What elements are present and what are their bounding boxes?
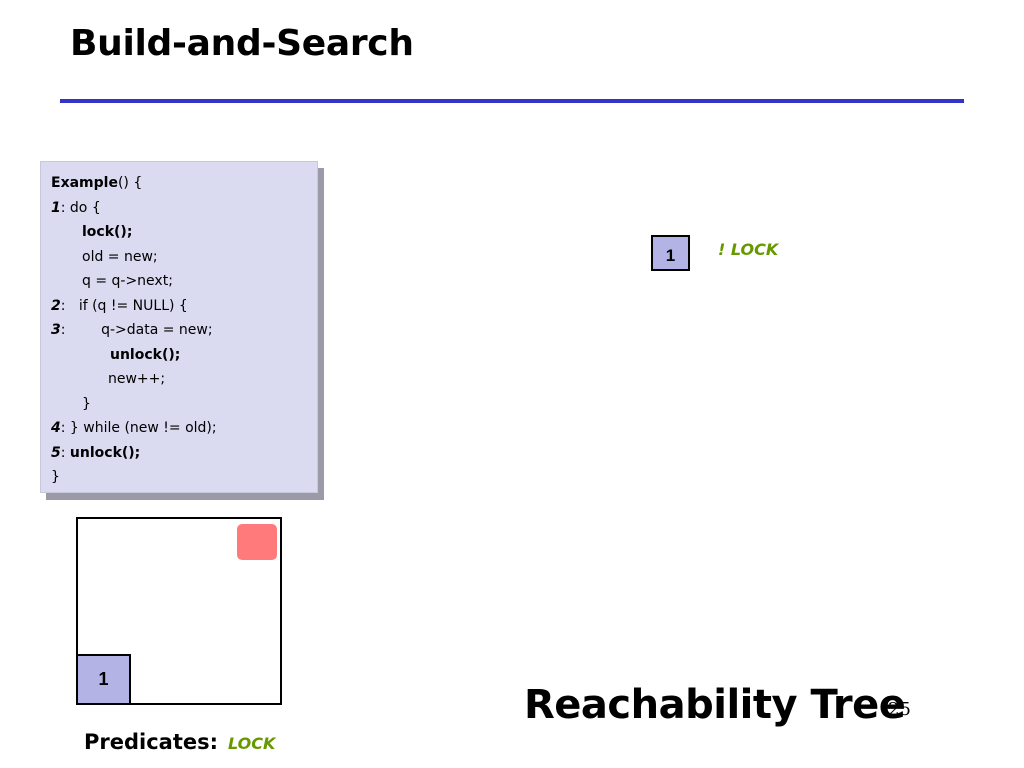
code-text: :	[60, 444, 70, 461]
slide-title: Build-and-Search	[70, 23, 414, 64]
code-line-header: Example() {	[51, 171, 317, 196]
function-name: Example	[51, 175, 118, 191]
code-line-old: old = new;	[51, 245, 317, 270]
code-text: }	[82, 395, 91, 412]
reachability-tree-caption: Reachability Tree	[524, 682, 906, 728]
code-text: : if (q != NULL) {	[60, 297, 188, 314]
code-text: : } while (new != old);	[60, 420, 217, 436]
code-text: }	[51, 469, 60, 485]
code-line-5: 5: unlock();	[51, 441, 317, 466]
tree-node: 1	[651, 235, 690, 271]
predicates-value: LOCK	[228, 734, 276, 753]
code-text: unlock();	[110, 346, 181, 363]
line-number: 2	[51, 297, 61, 314]
line-number: 1	[51, 199, 61, 216]
line-number: 3	[51, 322, 61, 338]
code-text: lock();	[82, 224, 133, 240]
tree-node-annotation: ! LOCK	[718, 240, 779, 259]
line-number: 4	[51, 420, 61, 436]
cfa-node: 1	[76, 654, 131, 705]
code-text: old = new;	[82, 248, 158, 265]
code-line-unlock: unlock();	[51, 343, 317, 368]
line-number: 5	[51, 444, 61, 461]
code-text: () {	[117, 175, 143, 191]
page-number: 25	[888, 699, 911, 720]
predicates: Predicates: LOCK	[84, 730, 275, 754]
code-line-3: 3: q->data = new;	[51, 318, 317, 343]
code-line-close-if: }	[51, 392, 317, 417]
code-text: q = q->next;	[82, 273, 173, 289]
code-text: new++;	[108, 371, 166, 387]
code-line-new: new++;	[51, 367, 317, 392]
code-line-4: 4: } while (new != old);	[51, 416, 317, 441]
code-line-lock: lock();	[51, 220, 317, 245]
code-text: : do {	[60, 199, 101, 216]
code-line-close: }	[51, 465, 317, 490]
code-line-1: 1: do {	[51, 196, 317, 221]
code-line-2: 2: if (q != NULL) {	[51, 294, 317, 319]
error-region	[237, 524, 277, 560]
title-underline	[60, 99, 964, 103]
predicates-label: Predicates:	[84, 730, 219, 754]
code-text: : q->data = new;	[60, 322, 213, 338]
code-line-q: q = q->next;	[51, 269, 317, 294]
code-listing: Example() { 1: do { lock(); old = new; q…	[40, 161, 318, 493]
code-text: unlock();	[69, 444, 141, 461]
